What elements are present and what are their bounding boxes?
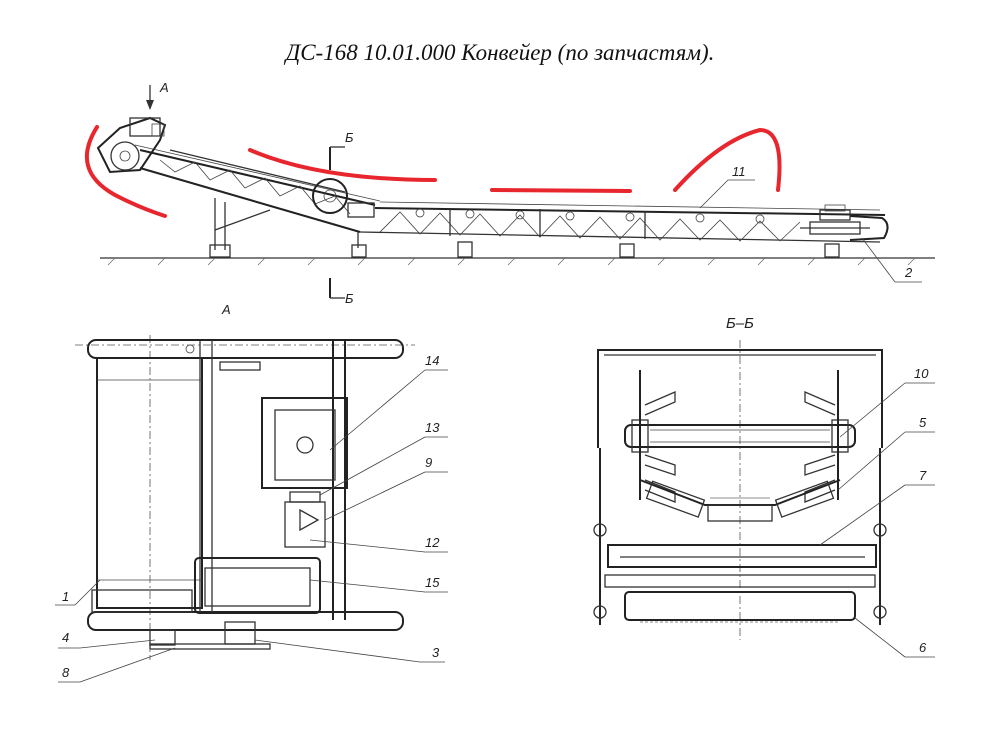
section-bb-label: Б–Б: [726, 315, 754, 332]
callout-4: 4: [62, 630, 69, 645]
callout-13: 13: [425, 420, 440, 435]
callout-10: 10: [914, 366, 929, 381]
view-a-label: А: [221, 302, 231, 317]
callout-3: 3: [432, 645, 440, 660]
callout-12: 12: [425, 535, 440, 550]
view-a-detail: А 1: [55, 302, 448, 683]
red-annotations: [84, 125, 782, 218]
section-marker-top: Б: [345, 130, 354, 145]
conveyor-side-view: А Б Б 11 2: [96, 80, 935, 306]
section-bb-detail: Б–Б: [593, 315, 935, 658]
callout-7: 7: [919, 468, 927, 483]
callout-15: 15: [425, 575, 440, 590]
section-marker-bottom: Б: [345, 291, 354, 306]
callout-5: 5: [919, 415, 927, 430]
callout-2: 2: [904, 265, 913, 280]
callout-6: 6: [919, 640, 927, 655]
page-title: ДС-168 10.01.000 Конвейер (по запчастям)…: [285, 40, 715, 65]
callout-11: 11: [732, 164, 746, 179]
callout-14: 14: [425, 353, 439, 368]
callout-9: 9: [425, 455, 432, 470]
view-a-marker: А: [159, 80, 169, 95]
callout-8: 8: [62, 665, 70, 680]
callout-1: 1: [62, 589, 69, 604]
